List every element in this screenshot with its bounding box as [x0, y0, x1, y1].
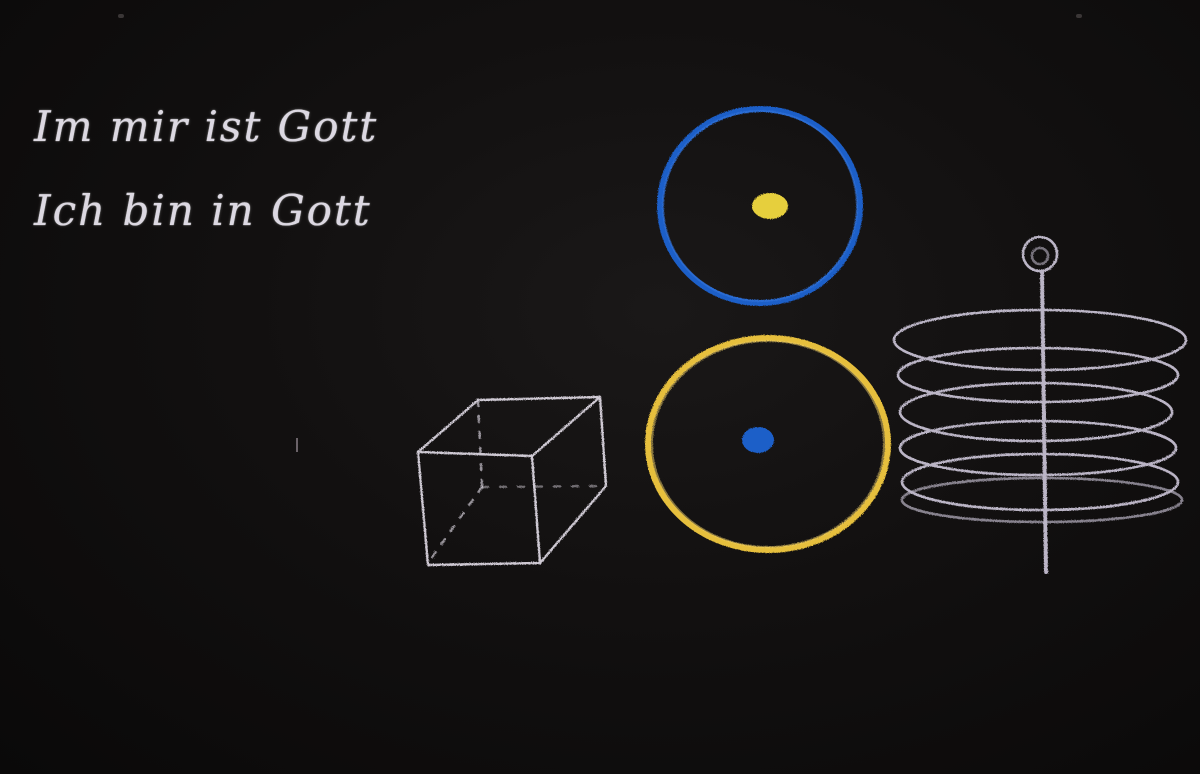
yellow-dot	[752, 193, 788, 219]
cube-drawing	[416, 395, 608, 567]
spiral-rod-drawing	[892, 235, 1188, 574]
mounting-pin	[118, 14, 124, 18]
blue-dot	[742, 427, 774, 453]
mounting-pin	[1076, 14, 1082, 18]
handwriting-line-1: Im mir ist Gott	[34, 102, 379, 151]
blue-circle-drawing	[657, 106, 863, 306]
yellow-circle-drawing	[645, 335, 891, 553]
handwriting-line-2: Ich bin in Gott	[34, 186, 372, 235]
